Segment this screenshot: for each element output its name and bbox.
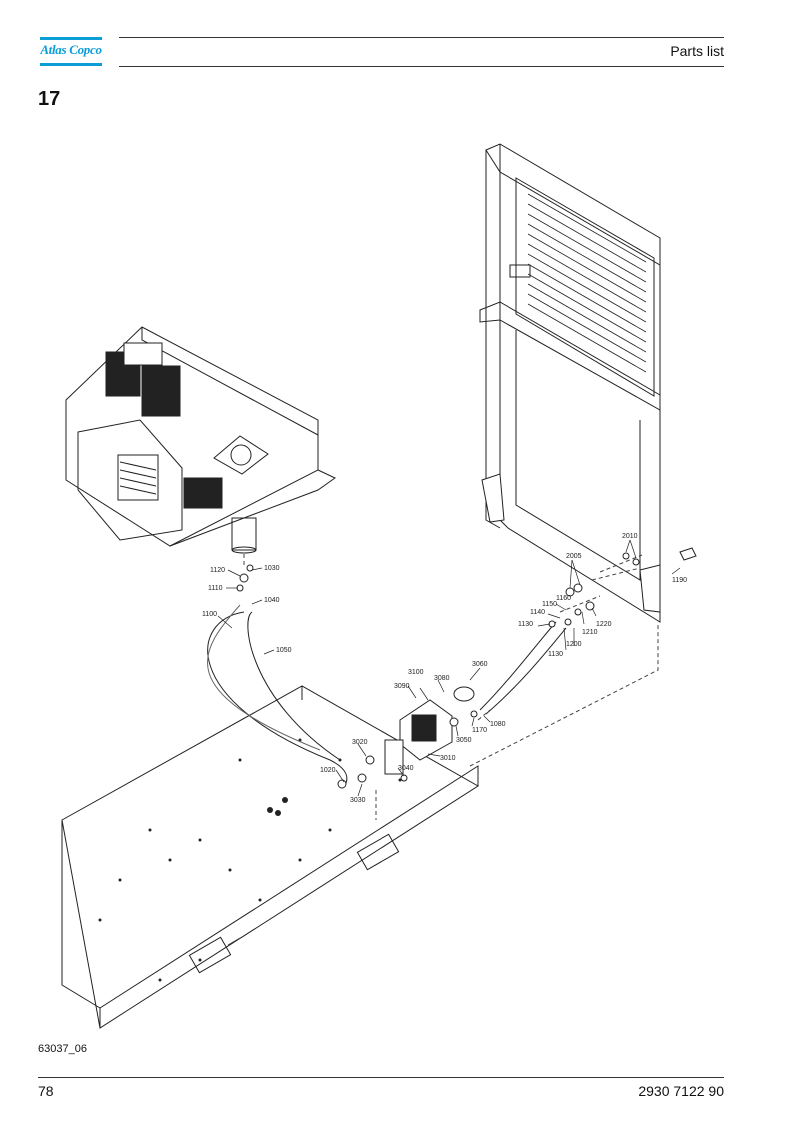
callout-3090: 3090 xyxy=(394,683,410,690)
callout-3100: 3100 xyxy=(408,669,424,676)
callout-1130-left: 1130 xyxy=(518,621,533,628)
atlas-copco-logo: Atlas Copco xyxy=(40,37,102,66)
callout-1140: 1140 xyxy=(530,609,545,616)
header-rule-top xyxy=(119,37,724,38)
upper-right-frame xyxy=(479,143,661,623)
page-number: 78 xyxy=(38,1083,54,1099)
logo-bar-bottom xyxy=(40,63,102,66)
label-1190-part xyxy=(679,547,697,561)
callout-3020: 3020 xyxy=(352,739,368,746)
callout-1100: 1100 xyxy=(202,611,217,618)
callout-3030: 3030 xyxy=(350,797,366,804)
leader-lines xyxy=(217,539,681,797)
callout-1120: 1120 xyxy=(210,567,225,574)
callout-1150: 1150 xyxy=(542,601,557,608)
hoses xyxy=(207,604,567,786)
section-number: 17 xyxy=(38,88,61,110)
callout-1080: 1080 xyxy=(490,721,506,728)
callout-2010: 2010 xyxy=(622,533,638,540)
callout-3050: 3050 xyxy=(456,737,472,744)
callout-1200: 1200 xyxy=(566,641,582,648)
callout-1040: 1040 xyxy=(264,597,280,604)
base-frame-holes xyxy=(98,738,402,982)
callout-labels: 1120 1030 1110 1040 1100 1050 3020 1020 … xyxy=(202,533,687,804)
module-grille xyxy=(119,461,157,495)
upper-left-module xyxy=(65,326,336,554)
base-frame xyxy=(61,685,479,1029)
callout-3040: 3040 xyxy=(398,765,414,772)
callout-1210: 1210 xyxy=(582,629,598,636)
logo-wordmark: Atlas Copco xyxy=(40,42,102,57)
callout-1190: 1190 xyxy=(672,577,687,584)
pump-assembly xyxy=(384,686,475,775)
footer-rule xyxy=(38,1077,724,1078)
callout-2005: 2005 xyxy=(566,553,582,560)
assembly-guide-lines xyxy=(243,552,659,820)
callout-1020: 1020 xyxy=(320,767,336,774)
perforation-slots xyxy=(527,193,647,373)
callout-1130-right: 1130 xyxy=(548,651,563,658)
callout-3010: 3010 xyxy=(440,755,456,762)
page-title: Parts list xyxy=(670,43,724,59)
fittings xyxy=(236,552,640,789)
callout-1110: 1110 xyxy=(208,585,223,592)
callout-3060: 3060 xyxy=(472,661,488,668)
document-number: 2930 7122 90 xyxy=(638,1083,724,1099)
drawing-reference: 63037_06 xyxy=(38,1043,87,1055)
callout-1160: 1160 xyxy=(556,595,571,602)
callout-1030: 1030 xyxy=(264,565,280,572)
callout-1220: 1220 xyxy=(596,621,612,628)
header-rule-bottom xyxy=(119,66,724,67)
callout-1050: 1050 xyxy=(276,647,292,654)
logo-bar-top xyxy=(40,37,102,40)
callout-3080: 3080 xyxy=(434,675,450,682)
callout-1170: 1170 xyxy=(472,727,487,734)
